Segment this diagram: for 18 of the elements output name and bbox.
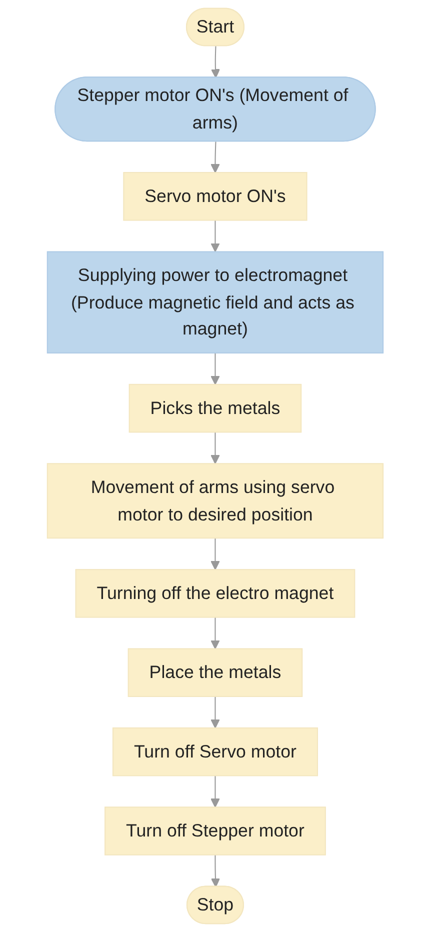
node-box: Picks the metals (129, 384, 302, 433)
node-box: Turn off Stepper motor (104, 806, 326, 856)
arrow (210, 538, 220, 570)
node-box: Turning off the electro magnet (76, 569, 356, 618)
arrow (210, 432, 220, 464)
node-box: Place the metals (128, 648, 303, 697)
node-box: Servo motor ON's (123, 172, 308, 221)
node-box: Movement of arms using servo motor to desired position (47, 463, 384, 539)
arrow (210, 220, 220, 252)
arrow (210, 696, 220, 728)
arrow (211, 46, 220, 78)
arrow (210, 617, 220, 650)
node-box: Turn off Servo motor (112, 727, 318, 776)
arrow (210, 352, 220, 385)
node-box: Supplying power to electromagnet (Produce magnetic field and acts as magnet) (47, 251, 384, 354)
arrow (210, 142, 220, 173)
arrow (210, 776, 220, 808)
arrow (211, 854, 220, 888)
